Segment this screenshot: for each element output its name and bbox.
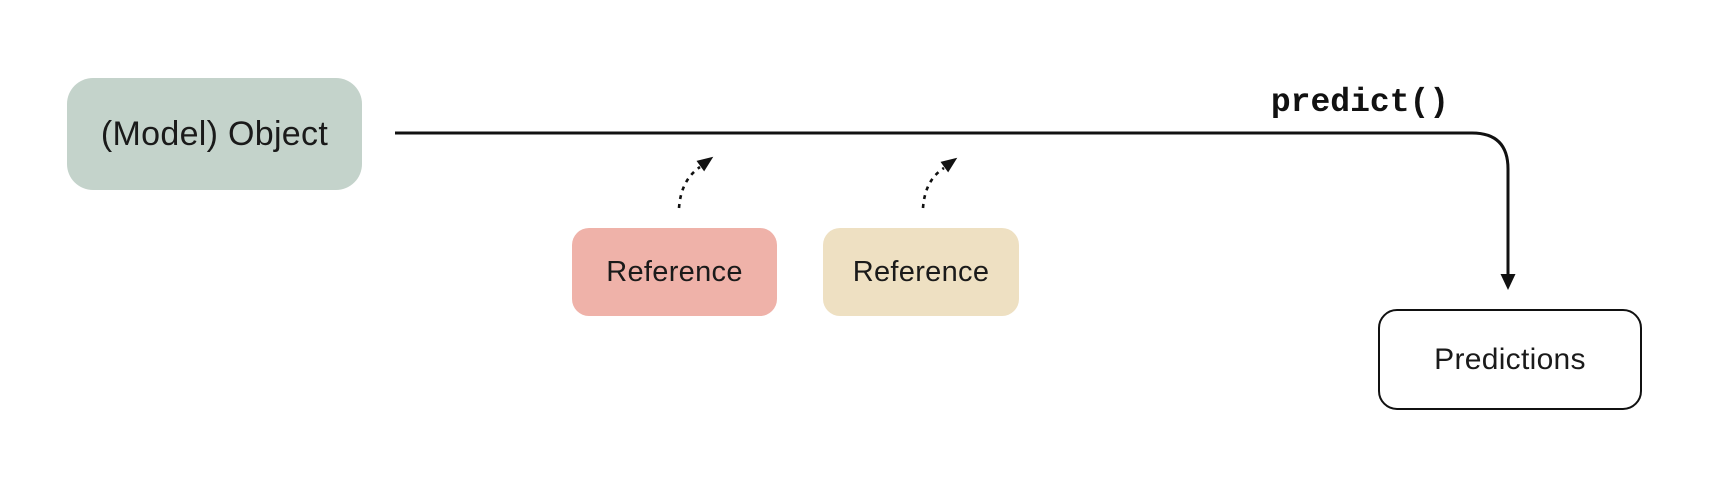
model-object-node: (Model) Object — [67, 78, 362, 190]
reference-2-label: Reference — [852, 255, 990, 288]
reference-1-node: Reference — [572, 228, 777, 316]
reference-2-arrowhead — [940, 157, 958, 173]
reference-1-arrowhead — [696, 156, 714, 172]
predict-call-label: predict() — [1270, 84, 1450, 121]
reference-2-dashed-arrow — [921, 166, 945, 209]
model-object-label: (Model) Object — [100, 114, 329, 153]
predict-flow-line — [395, 131, 1510, 276]
reference-1-dashed-arrow — [677, 165, 701, 209]
predict-flow-arrowhead — [1500, 274, 1516, 290]
reference-1-label: Reference — [606, 255, 743, 288]
reference-2-node: Reference — [823, 228, 1019, 316]
predictions-node: Predictions — [1378, 309, 1642, 410]
predictions-label: Predictions — [1434, 342, 1586, 376]
